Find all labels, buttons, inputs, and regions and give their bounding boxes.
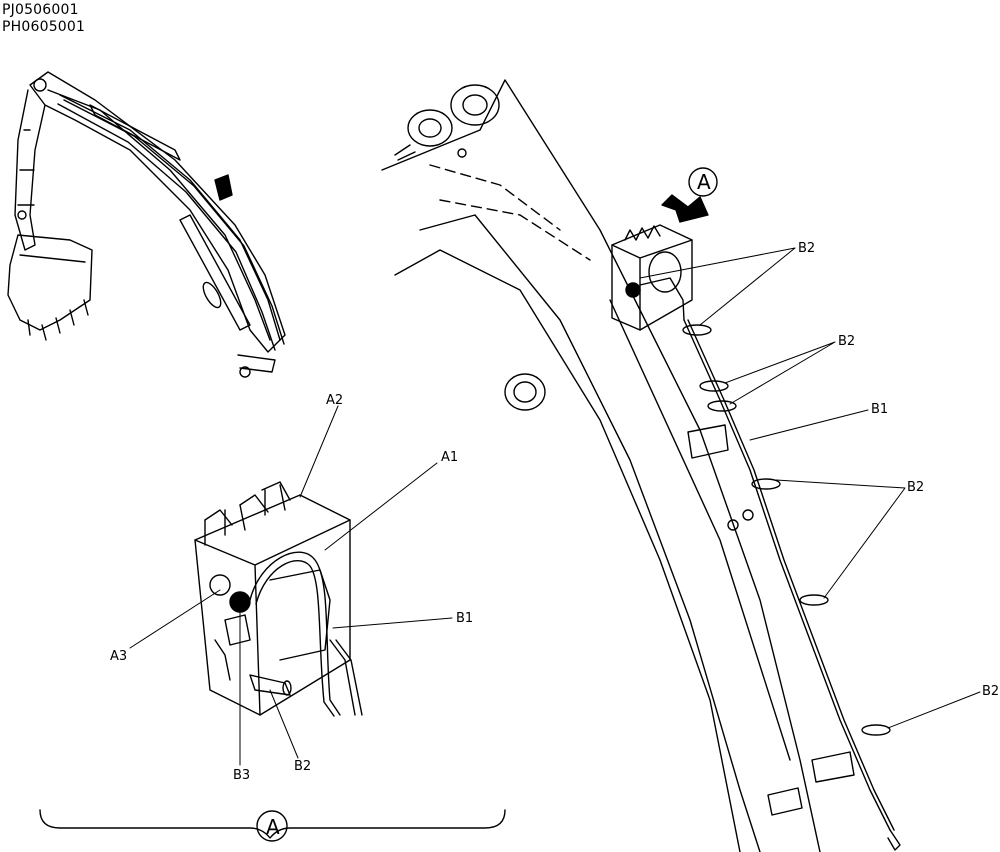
label-b2-detail: B2 bbox=[294, 759, 311, 774]
boom-main-view: A bbox=[381, 79, 981, 852]
view-marker-label: A bbox=[697, 170, 711, 194]
label-b3: B3 bbox=[233, 768, 250, 783]
label-b1-main: B1 bbox=[871, 402, 888, 417]
detail-view-a: A bbox=[39, 405, 506, 842]
excavator-overview bbox=[7, 71, 286, 378]
part-code-2: PH0605001 bbox=[2, 19, 86, 35]
label-b2-bottom: B2 bbox=[982, 684, 999, 699]
label-b1-detail: B1 bbox=[456, 611, 473, 626]
label-a2: A2 bbox=[326, 393, 343, 408]
detail-marker-label: A bbox=[266, 815, 280, 839]
label-a1: A1 bbox=[441, 450, 458, 465]
label-a3: A3 bbox=[110, 649, 127, 664]
label-b2-upper: B2 bbox=[838, 334, 855, 349]
label-b2-top: B2 bbox=[798, 241, 815, 256]
label-b2-middle: B2 bbox=[907, 480, 924, 495]
part-code-1: PJ0506001 bbox=[2, 2, 79, 18]
